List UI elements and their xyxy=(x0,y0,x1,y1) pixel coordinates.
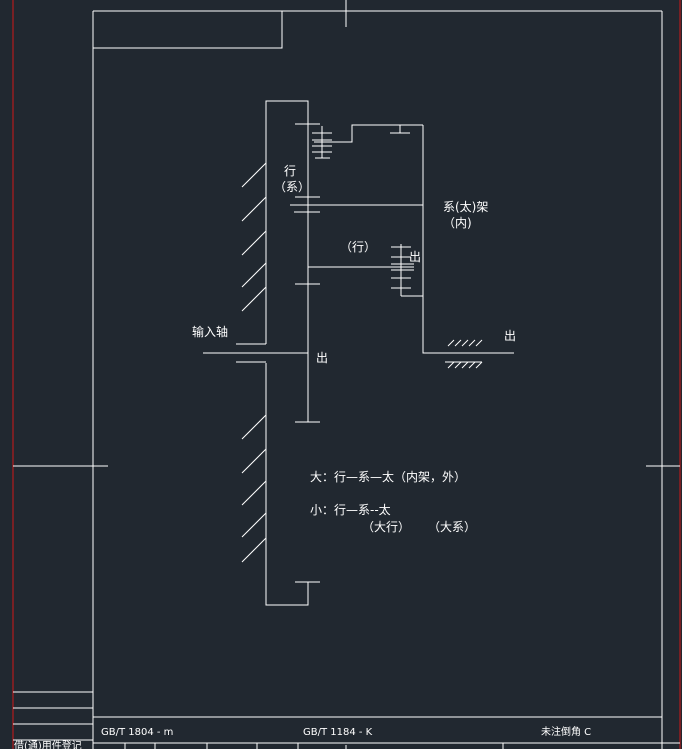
top-left-box xyxy=(93,11,283,49)
housing-upper xyxy=(265,100,309,344)
label-carrier-line-2: （内) xyxy=(443,216,472,230)
note-small: 小：行—系--太 xyxy=(310,502,391,517)
label-carrier-line-1: 系(太)架 xyxy=(443,199,488,214)
tolerance-std-left: GB/T 1804 - m xyxy=(101,727,173,738)
tolerance-std-center: GB/T 1184 - K xyxy=(303,727,373,738)
housing-lower xyxy=(265,363,309,606)
title-block: GB/T 1804 - m GB/T 1184 - K 未注倒角 C xyxy=(93,716,680,749)
label-planet: （行） xyxy=(340,240,376,254)
note-large: 大：行—系—太（内架，外） xyxy=(310,469,466,484)
ground-hatch xyxy=(445,339,483,369)
label-input-shaft: 输入轴 xyxy=(192,324,228,339)
label-out-small: 出 xyxy=(409,250,421,264)
side-registration-label: 借(通)用件登记 xyxy=(14,739,82,749)
note-small-sub2: （大系） xyxy=(428,520,476,534)
housing-hatch-lower xyxy=(241,414,267,563)
label-planet-system-line-2: （系） xyxy=(274,180,310,194)
output-shaft-right xyxy=(422,296,514,354)
label-out-right: 出 xyxy=(504,329,516,343)
side-table: 借(通)用件登记 xyxy=(13,691,93,749)
chamfer-note: 未注倒角 C xyxy=(541,725,591,738)
note-small-sub1: （大行） xyxy=(362,520,410,534)
label-carrier: 系(太)架 （内) xyxy=(443,199,488,230)
sheet-border xyxy=(12,0,681,749)
label-planet-system: 行 （系） xyxy=(274,164,310,194)
gear-schematic: 行 （系） 系(太)架 （内) （行） 出 出 输入轴 出 xyxy=(192,100,516,606)
housing-hatch-upper xyxy=(241,162,267,312)
label-out-center: 出 xyxy=(316,351,328,365)
notes: 大：行—系—太（内架，外） 小：行—系--太 （大行） （大系） xyxy=(310,469,476,534)
label-planet-system-line-1: 行 xyxy=(284,164,296,178)
carrier-top-arm xyxy=(314,124,423,143)
